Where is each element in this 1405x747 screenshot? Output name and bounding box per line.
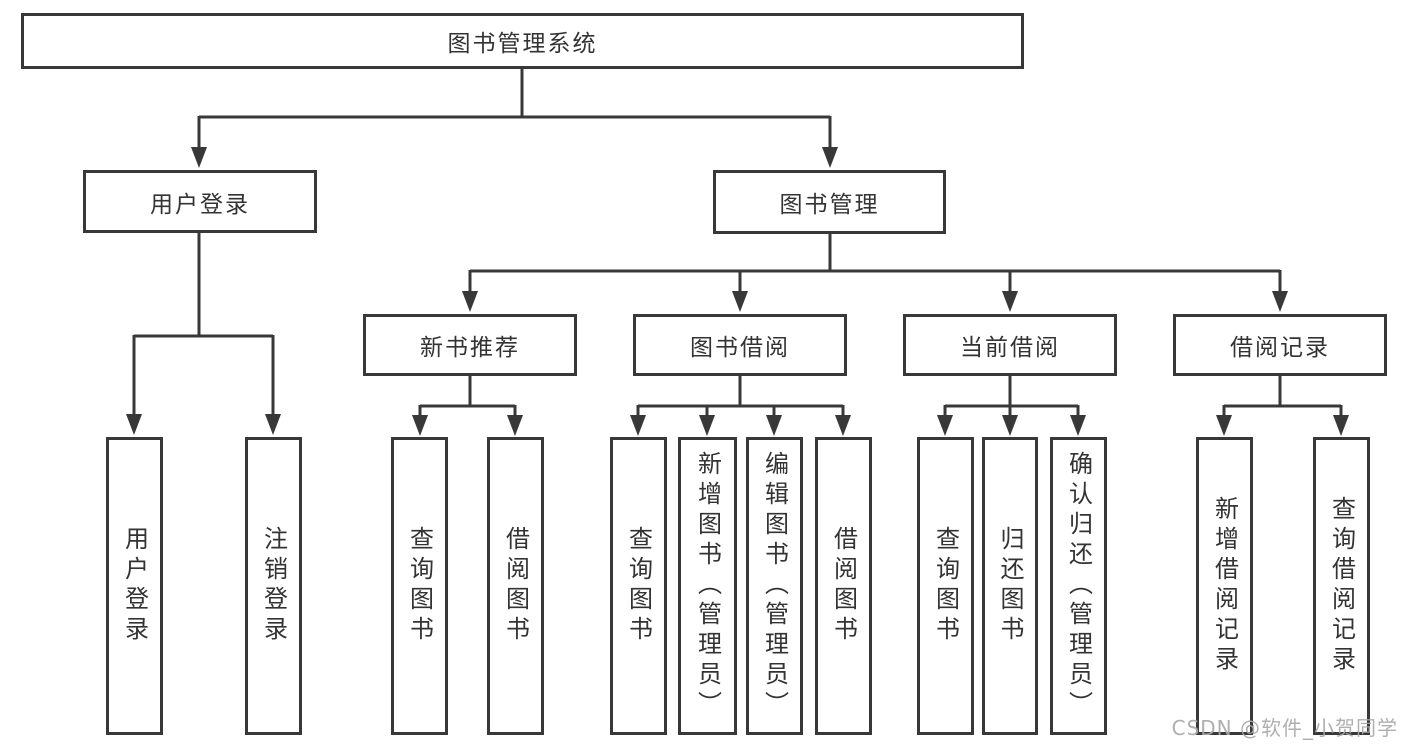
- node-book-borrow: 图书借阅: [633, 314, 847, 376]
- node-new-book-recommend: 新书推荐: [363, 314, 577, 376]
- leaf-query-borrow-record: 查询借阅记录: [1313, 437, 1370, 735]
- leaf-confirm-return-admin: 确认归还（管理员）: [1050, 437, 1107, 735]
- node-user-login: 用户登录: [83, 170, 317, 233]
- leaf-add-books-admin: 新增图书（管理员）: [678, 437, 737, 735]
- leaf-logout-login: 注销登录: [245, 437, 302, 735]
- leaf-borrow-books-borrow-label: 借阅图书: [829, 526, 858, 646]
- node-book-management: 图书管理: [713, 170, 946, 234]
- node-book-borrow-label: 图书借阅: [690, 335, 790, 361]
- leaf-borrow-books-recommend-label: 借阅图书: [501, 526, 530, 646]
- leaf-return-books-label: 归还图书: [996, 526, 1024, 646]
- leaf-user-login-label: 用户登录: [120, 526, 149, 646]
- leaf-query-books-recommend: 查询图书: [391, 437, 448, 735]
- leaf-edit-books-admin-label: 编辑图书（管理员）: [760, 451, 789, 721]
- leaf-confirm-return-admin-label: 确认归还（管理员）: [1064, 451, 1093, 721]
- leaf-query-books-borrow: 查询图书: [610, 437, 667, 735]
- leaf-add-borrow-record: 新增借阅记录: [1196, 437, 1253, 735]
- node-book-management-label: 图书管理: [779, 192, 880, 218]
- leaf-return-books: 归还图书: [982, 437, 1038, 735]
- leaf-query-books-borrow-label: 查询图书: [624, 526, 653, 646]
- node-new-book-recommend-label: 新书推荐: [420, 335, 520, 361]
- watermark-text: CSDN @软件_小贺同学: [1171, 716, 1398, 740]
- leaf-add-books-admin-label: 新增图书（管理员）: [693, 451, 722, 721]
- leaf-borrow-books-borrow: 借阅图书: [815, 437, 872, 735]
- leaf-query-borrow-record-label: 查询借阅记录: [1327, 496, 1356, 676]
- leaf-query-books-current: 查询图书: [917, 437, 974, 735]
- node-borrow-records: 借阅记录: [1173, 314, 1387, 376]
- node-borrow-records-label: 借阅记录: [1230, 335, 1330, 361]
- leaf-query-books-current-label: 查询图书: [931, 526, 960, 646]
- arrowheads: [126, 147, 1349, 436]
- node-current-borrow-label: 当前借阅: [960, 335, 1060, 361]
- node-root: 图书管理系统: [21, 13, 1024, 69]
- node-root-label: 图书管理系统: [447, 31, 598, 57]
- leaf-add-borrow-record-label: 新增借阅记录: [1210, 496, 1239, 676]
- leaf-borrow-books-recommend: 借阅图书: [487, 437, 544, 735]
- node-user-login-label: 用户登录: [150, 191, 250, 218]
- node-current-borrow: 当前借阅: [903, 314, 1117, 376]
- leaf-edit-books-admin: 编辑图书（管理员）: [746, 437, 803, 735]
- leaf-logout-login-label: 注销登录: [259, 526, 288, 646]
- leaf-query-books-recommend-label: 查询图书: [405, 526, 434, 646]
- leaf-user-login: 用户登录: [106, 437, 163, 735]
